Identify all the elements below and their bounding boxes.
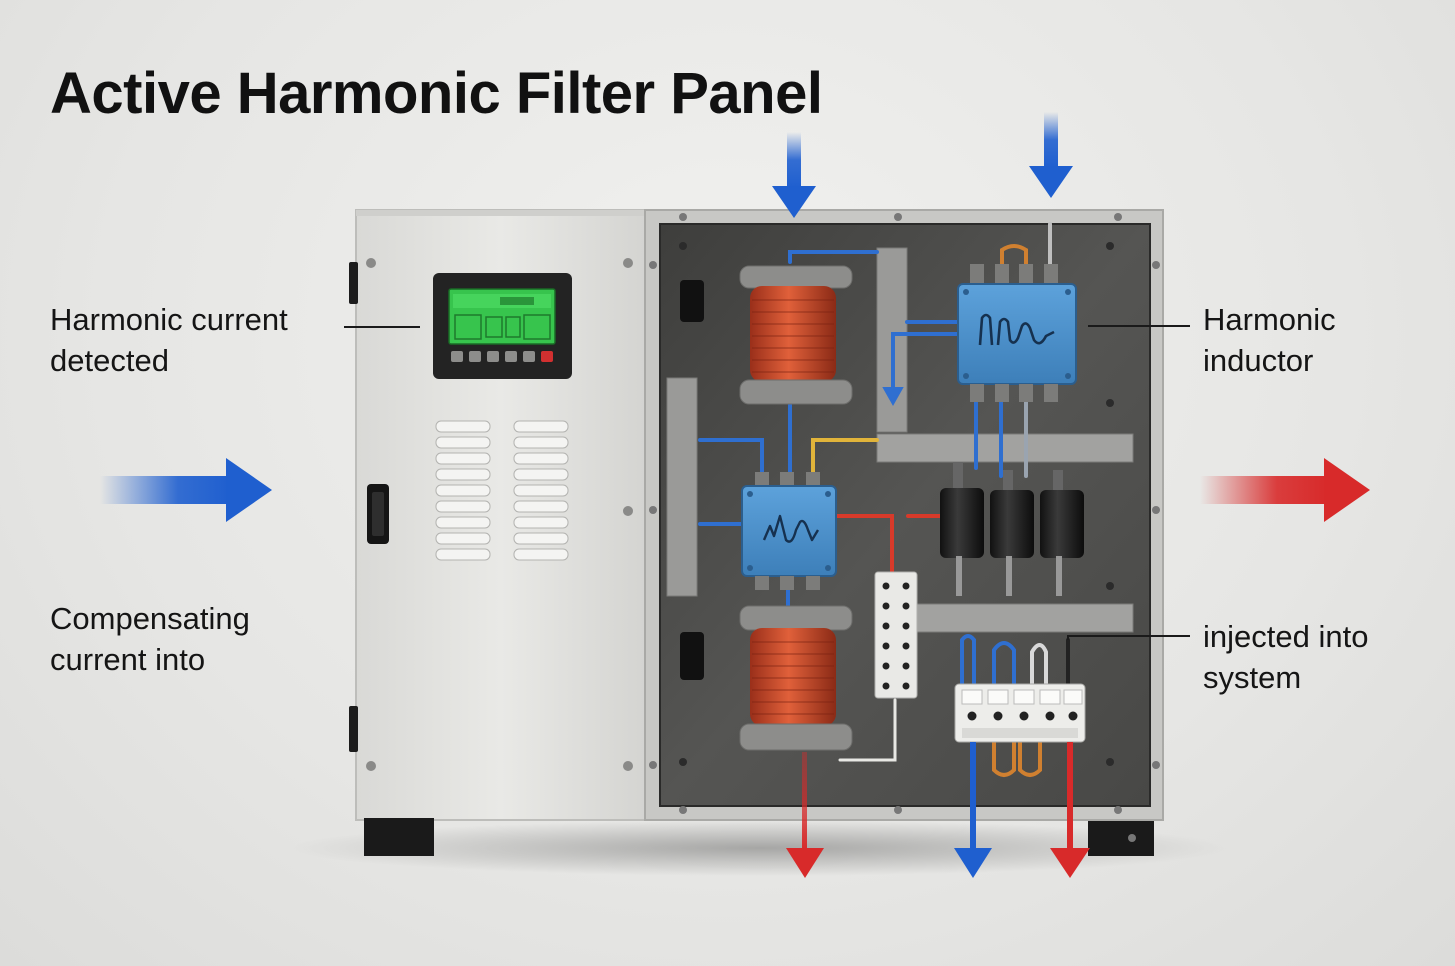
inductor-coil-top	[739, 265, 853, 405]
harmonic-waveform-icon	[762, 514, 820, 543]
label-harmonic-inductor: Harmonic inductor	[1203, 299, 1336, 381]
input-current-arrow	[100, 458, 272, 522]
label-harmonic-current-detected: Harmonic current detected	[50, 299, 288, 381]
arrow-right-icon	[1324, 458, 1370, 522]
latch	[680, 280, 704, 322]
arrow-right-icon	[226, 458, 272, 522]
terminal-block	[874, 571, 918, 699]
cabinet-foot	[1088, 818, 1154, 856]
floor-shadow	[290, 820, 1230, 876]
label-line: Harmonic current	[50, 302, 288, 337]
mounting-rail	[666, 377, 698, 597]
top-input-arrow	[772, 132, 816, 218]
leader-line-injected	[1067, 635, 1190, 640]
wiring	[698, 222, 1070, 777]
harmonic-waveform-icon	[978, 313, 1055, 346]
mounting-rail	[916, 603, 1134, 633]
arrow-down-icon	[1050, 848, 1090, 878]
harmonic-filter-module-top	[957, 264, 1077, 402]
leader-lines	[344, 325, 1190, 640]
circuit-breaker-block	[954, 683, 1086, 743]
label-line: Compensating	[50, 601, 250, 636]
controller-display[interactable]	[433, 273, 572, 379]
ventilation-louvers	[435, 420, 569, 561]
label-line: inductor	[1203, 343, 1314, 378]
bottom-output-arrow	[954, 742, 992, 878]
harmonic-filter-module-center	[741, 472, 837, 590]
display-keypad[interactable]	[451, 351, 553, 362]
latch	[680, 632, 704, 680]
label-line: system	[1203, 660, 1302, 695]
label-line: Harmonic	[1203, 302, 1336, 337]
cabinet-foot	[364, 818, 434, 856]
top-input-arrow	[1029, 112, 1073, 198]
capacitor-bank	[940, 462, 1084, 596]
bottom-output-arrow	[1050, 742, 1090, 878]
label-line: current into	[50, 642, 206, 677]
label-injected-into-system: injected into system	[1203, 616, 1368, 698]
label-line: injected into	[1203, 619, 1369, 654]
cabinet-interior	[644, 209, 1164, 821]
label-compensating-current: Compensating current into	[50, 598, 250, 680]
label-line: detected	[50, 343, 169, 378]
arrow-down-icon	[1029, 166, 1073, 198]
arrow-down-icon	[772, 186, 816, 218]
flow-arrows	[100, 112, 1370, 878]
mounting-rail	[876, 433, 1134, 463]
hinge	[349, 262, 358, 304]
diagram-title: Active Harmonic Filter Panel	[50, 61, 823, 126]
bottom-output-arrow	[786, 752, 824, 878]
hinge	[349, 706, 358, 752]
arrow-down-icon	[954, 848, 992, 878]
output-current-arrow	[1200, 458, 1370, 522]
arrow-down-icon	[882, 387, 904, 407]
inductor-coil-bottom	[739, 605, 853, 751]
arrow-down-icon	[786, 848, 824, 878]
